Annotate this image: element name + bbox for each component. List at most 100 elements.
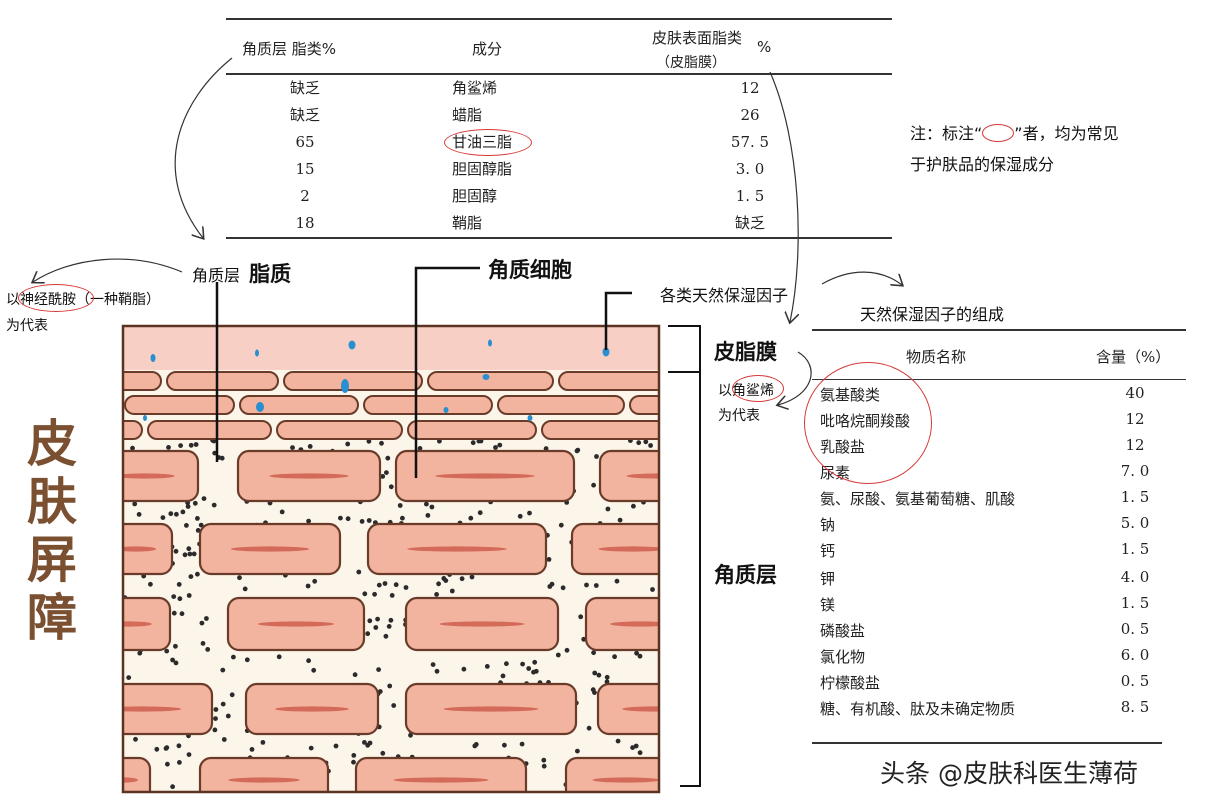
lipid-dot [225,713,231,719]
lipid-dot [176,582,182,587]
lipid-dot [345,441,351,447]
lipid-dot [504,661,509,667]
lipid-dot [195,516,200,521]
lipid-dot [650,587,655,592]
lipid-dot [424,501,429,507]
lipid-dot [546,557,552,562]
lipid-dot [212,727,218,733]
lipid-table-header-rule [226,73,892,75]
lipid-dot [436,581,441,587]
corneocyte-nucleus [393,777,489,783]
lipid-dot [434,592,439,597]
lipid-dot [631,503,636,509]
lipid-dot [130,445,135,451]
lipid-table-header-surface: 皮肤表面脂类 [652,29,743,47]
lipid-dot [636,440,642,446]
lipid-dot [187,551,193,557]
lipid-dot [306,658,311,664]
lipid-dot [500,673,506,679]
nmf-droplets [143,339,610,421]
lipid-dot [555,652,561,658]
lipid-dot [170,784,176,790]
lipid-dot [220,701,226,707]
lipid-dot [388,484,394,490]
squalene-note-line2: 为代表 [718,408,760,424]
lipid-dot [137,650,143,656]
lipid-dot [185,504,191,509]
lipid-table-header-component: 成分 [472,40,503,58]
lipid-dot [366,438,372,444]
lipid-dot [468,515,474,521]
lipid-dot [590,687,596,693]
lipid-dot [425,513,431,518]
lipid-dot [472,743,478,749]
skin-barrier-title: 皮 肤 屏 障 [27,415,77,647]
corneocyte-nucleus [407,546,507,552]
lipid-dot [615,738,621,744]
flat-cell [147,420,272,440]
lipid-dot [379,440,384,446]
corneocyte-nucleus [598,546,659,552]
lipid-dot [249,747,255,752]
lipid-dot [377,689,383,694]
lipid-dot [308,745,314,751]
flat-cell [123,371,162,391]
red-ellipse-icon [982,124,1015,142]
lipid-dot [376,667,381,672]
lipid-dot [517,513,523,519]
corneocyte-nucleus [275,706,349,712]
lipid-dot [385,455,391,461]
nmf-highlight-ring [804,362,932,484]
lipid-dot [213,716,218,721]
lipid-dot [356,569,362,575]
corneocyte-nucleus [592,777,659,783]
lipid-dot [541,757,547,763]
corneocyte [564,756,659,792]
lipid-dot [359,519,365,524]
lipid-table-header-sebum: （皮脂膜） [656,55,726,71]
lipid-dot [244,657,250,663]
nmf-droplet [488,339,492,347]
lipid-dot [171,610,177,616]
lipid-table-header-unit: % [757,38,772,56]
lipid-dot [221,737,227,742]
flat-cell [276,420,403,440]
lipid-dot [199,620,205,626]
lipid-dot [470,440,476,446]
lipid-dot [519,741,525,747]
lipid-dot [333,743,339,749]
corneocyte-nucleus [123,473,175,479]
lipid-dot [177,760,182,765]
stratum-corneum-bracket [680,371,701,787]
lipid-dot [593,583,599,588]
lipid-dot [558,522,564,528]
sebum-film-layer [123,326,659,370]
lipid-dot [186,593,192,598]
lipid-dot [160,515,166,520]
corneocyte-pointer [414,266,480,478]
lipid-dot [614,578,620,584]
nmf-droplet [143,415,147,421]
lipid-dot [543,446,549,451]
lipid-dot [560,585,566,591]
lipid-dot [126,675,132,680]
lipid-dot [362,740,367,745]
lipid-dot [165,761,170,767]
lipid-dot [305,583,311,589]
ceramide-note-line2: 为代表 [6,318,48,334]
lipid-dot [173,643,178,649]
lipid-dot [604,674,610,680]
triglyceride-highlight-ring [444,129,532,156]
lipid-dot [213,707,219,712]
lipid-dot [430,662,436,667]
lipid-dot [382,581,388,586]
lipid-dot [384,470,389,475]
nmf-droplet [341,379,349,393]
flat-cell [541,420,659,440]
arrow-table-to-sebum [769,71,798,322]
corneocyte-nucleus [626,473,659,479]
nmf-table-bottom-rule [812,742,1162,744]
lipid-dot [429,504,435,510]
flat-cell [558,371,659,391]
lipid-dot [367,618,373,624]
